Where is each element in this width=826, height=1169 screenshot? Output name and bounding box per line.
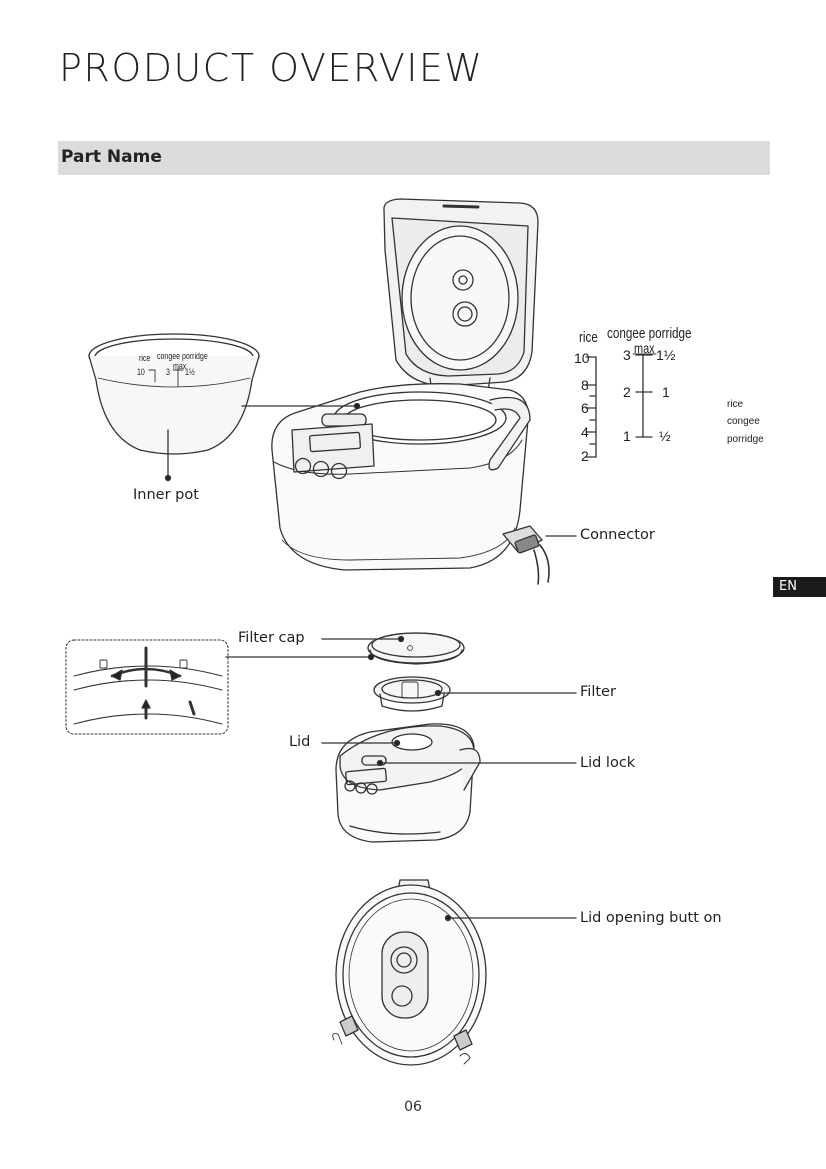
pot-marking-ten: 10 [137, 367, 145, 377]
label-connector: Connector [580, 527, 655, 543]
section-header-bar [58, 141, 770, 175]
pot-marking-rice: rice [139, 353, 151, 363]
lid-underside-illustration [332, 879, 577, 1066]
rice-cooker-closed-illustration [321, 723, 577, 843]
filter-illustration [373, 676, 577, 712]
pot-marking-one-half: 1½ [185, 367, 195, 377]
label-lid-lock: Lid lock [580, 755, 636, 771]
pot-marking-three: 3 [166, 367, 170, 377]
label-filter-cap: Filter cap [238, 630, 305, 646]
scale-congee-value: 1 [623, 428, 631, 444]
scale-rice-value: 8 [581, 377, 589, 393]
filter-cap-illustration [225, 632, 465, 665]
page-title: PRODUCT OVERVIEW [59, 46, 484, 90]
water-level-scale-illustration [585, 353, 657, 458]
label-filter: Filter [580, 684, 616, 700]
page-number: 06 [404, 1099, 422, 1115]
scale-rice-value: 2 [581, 448, 589, 464]
section-title: Part Name [61, 147, 162, 167]
scale-rice-value: 10 [574, 350, 590, 366]
rice-cooker-open-illustration [243, 198, 577, 585]
scale-porridge-value: ½ [659, 428, 671, 444]
scale-rice-value: 4 [581, 424, 589, 440]
scale-max: max [634, 340, 655, 356]
scale-rice-value: 6 [581, 400, 589, 416]
inner-pot-illustration [88, 333, 260, 482]
scale-congee-value: 2 [623, 384, 631, 400]
legend-congee: congee [727, 416, 760, 427]
pot-marking-max: max [173, 361, 187, 371]
legend-porridge: porridge [727, 434, 764, 445]
label-lid: Lid [289, 734, 311, 750]
language-tab: EN [773, 577, 826, 597]
label-lid-opening-button: Lid opening butt on [580, 910, 722, 926]
scale-porridge-value: 1½ [656, 347, 676, 363]
scale-header-rice: rice [579, 329, 598, 346]
scale-congee-value: 3 [623, 347, 631, 363]
pot-marking-congee-porridge: congee porridge [157, 351, 208, 361]
label-inner-pot: Inner pot [133, 487, 199, 503]
lid-rotation-detail [65, 639, 229, 735]
scale-porridge-value: 1 [662, 384, 670, 400]
legend-rice: rice [727, 399, 744, 410]
scale-header-congee-porridge: congee porridge [607, 325, 692, 342]
